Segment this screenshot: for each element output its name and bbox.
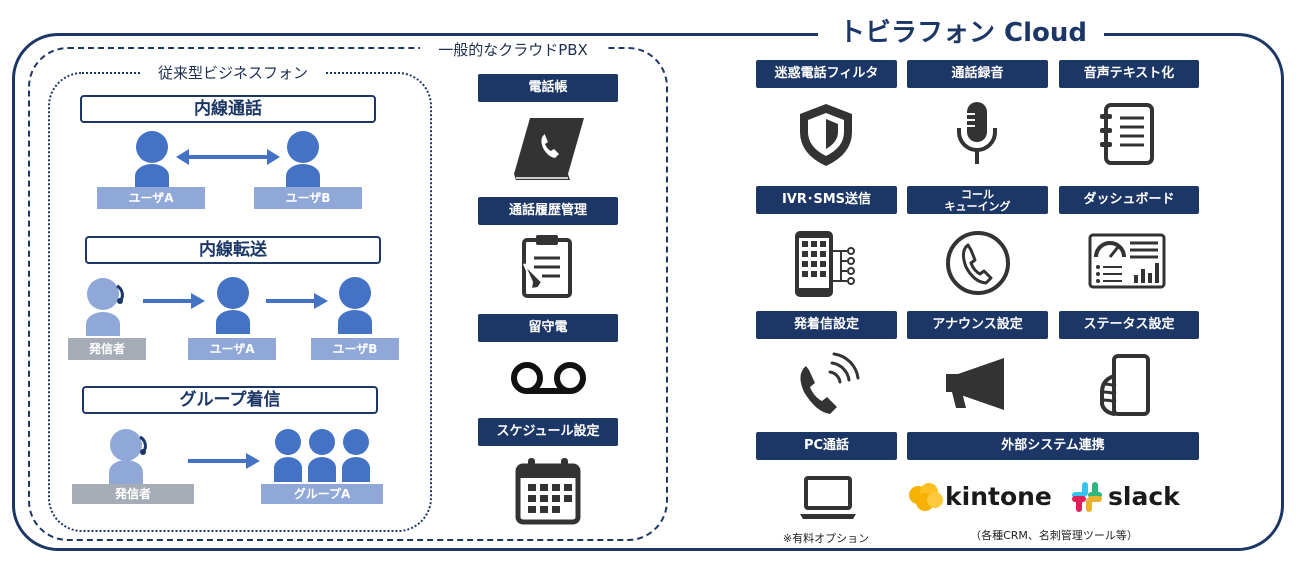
slack-logo-icon — [1072, 482, 1102, 512]
main-title: トビラフォン Cloud — [838, 18, 1088, 48]
voicemail-badge: 留守電 — [478, 314, 618, 342]
call-recording-badge: 通話録音 — [907, 60, 1048, 88]
incoming-call-settings-badge: 発着信設定 — [756, 311, 897, 339]
group-a-label: グループA — [261, 484, 383, 504]
integration-examples-note: （各種CRM、名刺管理ツール等） — [970, 529, 1138, 542]
call-history-badge: 通話履歴管理 — [478, 197, 618, 225]
group-call-title: グループ着信 — [82, 386, 378, 414]
pc-call-badge: PC通話 — [756, 432, 897, 460]
shield-icon — [800, 104, 852, 166]
schedule-badge: スケジュール設定 — [478, 418, 618, 446]
cloud-pbx-frame — [28, 47, 668, 541]
phonebook-badge: 電話帳 — [478, 74, 618, 102]
tobiraphone-cloud-frame — [12, 33, 1284, 551]
user-b-person-icon — [286, 131, 320, 188]
group-people-icon — [274, 429, 370, 482]
phone-circle-icon — [946, 231, 1010, 295]
kintone-logo-icon — [909, 483, 943, 511]
voicemail-icon — [511, 362, 586, 394]
transfer-user-a-label: ユーザA — [188, 338, 276, 360]
kintone-logo-text: kintone — [945, 482, 1052, 511]
bidirectional-arrow-icon — [176, 149, 280, 165]
announcement-settings-badge: アナウンス設定 — [907, 311, 1048, 339]
transfer-title: 内線転送 — [85, 236, 381, 264]
transfer-arrow-2-icon — [266, 293, 328, 309]
phonebook-icon — [514, 118, 584, 180]
cloud-pbx-title: 一般的なクラウドPBX — [438, 41, 588, 59]
calendar-icon — [515, 458, 581, 525]
laptop-icon — [800, 476, 856, 519]
internal-call-title: 内線通話 — [80, 95, 376, 123]
phone-ringing-icon — [800, 352, 860, 414]
call-queuing-line1: コール — [961, 188, 994, 201]
clipboard-pen-icon — [522, 235, 572, 298]
traditional-phone-title: 従来型ビジネスフォン — [157, 64, 308, 82]
user-b-label: ユーザB — [254, 187, 362, 209]
user-a-person-icon — [135, 131, 169, 188]
ivr-phone-icon — [795, 231, 855, 297]
dashboard-badge: ダッシュボード — [1059, 186, 1199, 214]
notebook-icon — [1100, 103, 1154, 165]
call-queuing-badge: コール キューイング — [907, 186, 1048, 214]
smartphone-hand-icon — [1100, 354, 1150, 416]
transfer-user-b-label: ユーザB — [311, 338, 399, 360]
slack-logo-text: slack — [1108, 482, 1180, 511]
caller-label: 発信者 — [68, 338, 146, 360]
user-a-label: ユーザA — [97, 187, 205, 209]
status-settings-badge: ステータス設定 — [1059, 311, 1199, 339]
group-arrow-icon — [188, 453, 260, 469]
transfer-user-a-icon — [216, 277, 250, 334]
microphone-icon — [957, 102, 997, 164]
group-caller-headset-icon — [109, 429, 147, 484]
transfer-arrow-1-icon — [143, 293, 205, 309]
dashboard-icon — [1088, 233, 1166, 289]
megaphone-icon — [946, 358, 1004, 410]
call-queuing-line2: キューイング — [944, 200, 1011, 213]
transcription-badge: 音声テキスト化 — [1059, 60, 1199, 88]
external-integration-badge: 外部システム連携 — [907, 432, 1199, 460]
paid-option-note: ※有料オプション — [782, 532, 870, 545]
caller-headset-icon — [86, 278, 124, 336]
group-caller-label: 発信者 — [72, 484, 194, 504]
ivr-sms-badge: IVR･SMS送信 — [756, 186, 897, 214]
transfer-user-b-icon — [338, 277, 372, 334]
spam-filter-badge: 迷惑電話フィルタ — [756, 60, 897, 88]
